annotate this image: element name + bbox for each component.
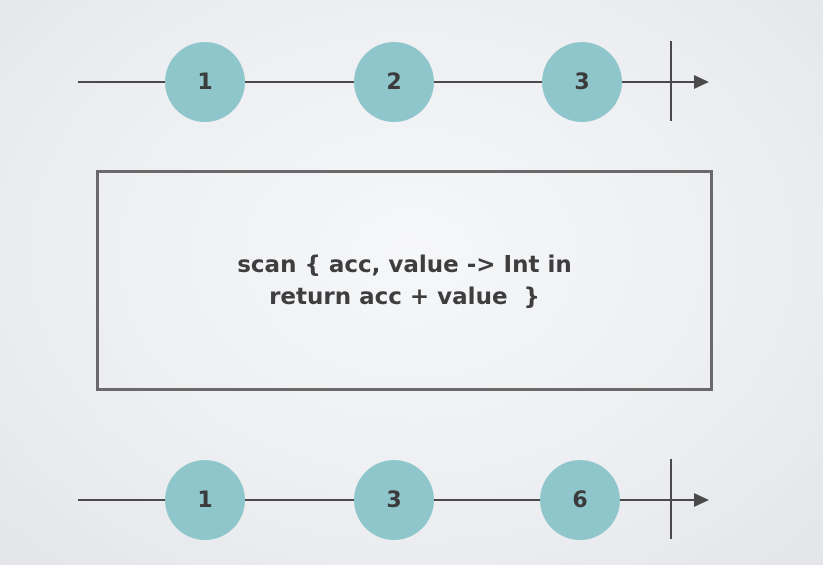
input-marble: 3 <box>542 42 622 122</box>
output-marble-label: 6 <box>572 487 588 513</box>
output-marble: 6 <box>540 460 620 540</box>
input-timeline: 1 2 3 <box>0 37 823 127</box>
output-marble: 3 <box>354 460 434 540</box>
output-marble: 1 <box>165 460 245 540</box>
output-arrow-head <box>694 493 709 507</box>
input-marble: 1 <box>165 42 245 122</box>
input-marble-label: 2 <box>386 69 402 95</box>
input-marble-label: 3 <box>574 69 590 95</box>
operator-text-line-1: scan { acc, value -> Int in <box>237 251 572 278</box>
operator-text-line-2: return acc + value } <box>269 283 540 310</box>
output-marble-label: 3 <box>386 487 402 513</box>
input-arrow-head <box>694 75 709 89</box>
operator-box: scan { acc, value -> Int in return acc +… <box>96 170 713 391</box>
output-marble-label: 1 <box>197 487 213 513</box>
output-completion-marker <box>670 459 672 539</box>
input-completion-marker <box>670 41 672 121</box>
input-marble: 2 <box>354 42 434 122</box>
output-timeline: 1 3 6 <box>0 455 823 545</box>
input-marble-label: 1 <box>197 69 213 95</box>
